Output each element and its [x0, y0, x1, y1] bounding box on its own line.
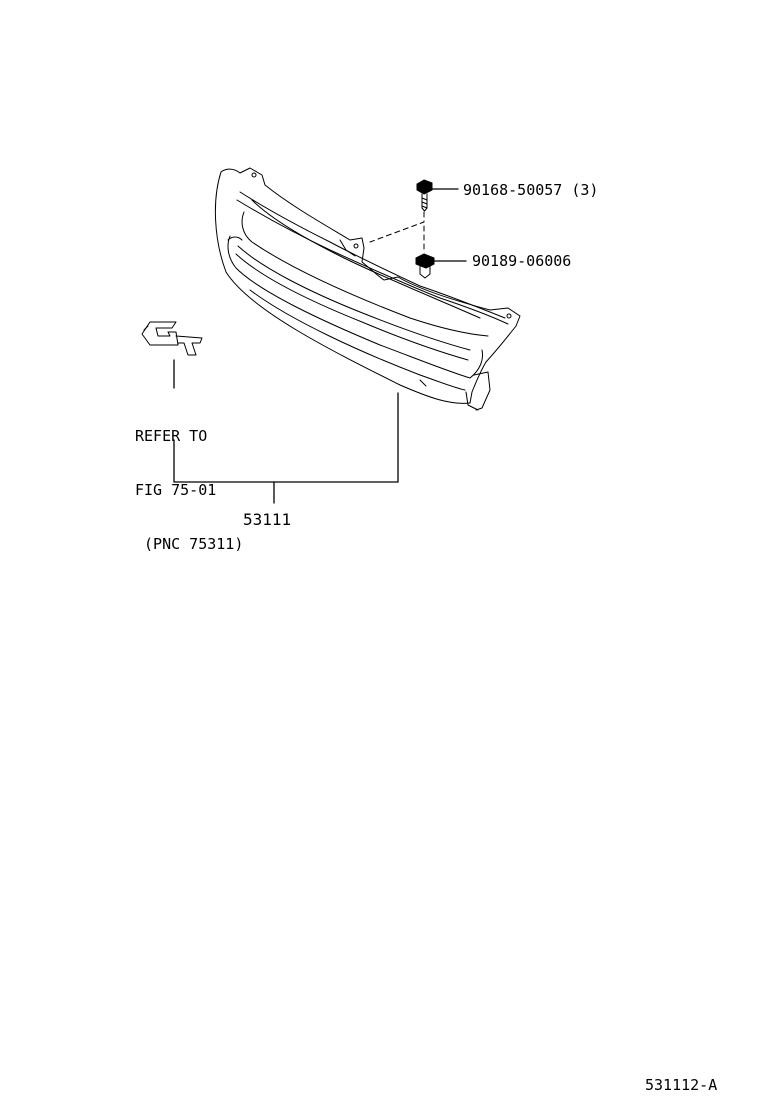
clip-part-number[interactable]: 90189-06006: [472, 252, 572, 270]
bolt-part-number[interactable]: 90168-50057 (3): [463, 181, 599, 199]
figure-id: 531112-A: [645, 1076, 718, 1094]
clip-drawing: [415, 253, 435, 279]
radiator-grille-drawing: [214, 167, 521, 411]
reference-line-3: (PNC 75311): [135, 535, 244, 553]
bolt-drawing: [416, 179, 433, 212]
reference-line-1: REFER TO: [135, 427, 208, 445]
grille-part-number[interactable]: 53111: [243, 510, 292, 529]
gt-emblem-drawing: [141, 321, 203, 356]
emblem-reference-note: REFER TO FIG 75-01 (PNC 75311): [135, 391, 243, 571]
grille-callout-bracket: [173, 392, 399, 483]
reference-line-2[interactable]: FIG 75-01: [135, 481, 217, 499]
leader-lines: [173, 188, 467, 504]
dashed-fit-line: [369, 211, 425, 251]
